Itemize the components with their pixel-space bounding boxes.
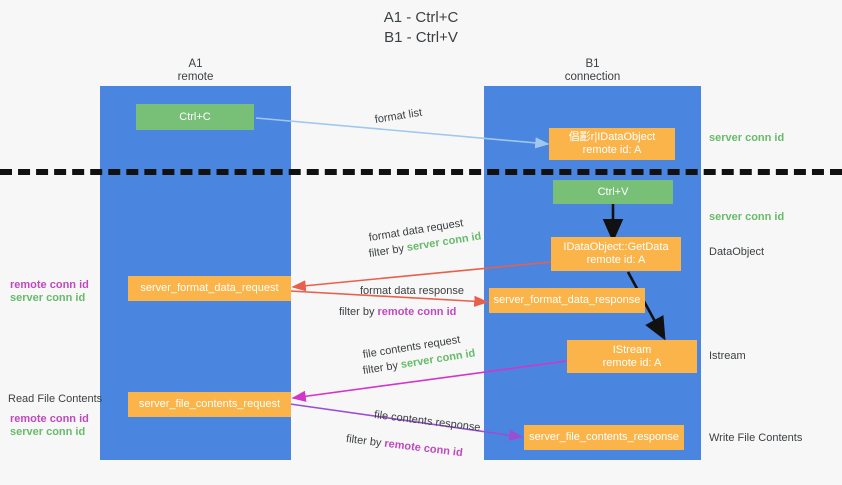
node-server-format-data-request[interactable]: server_format_data_request xyxy=(128,276,291,301)
filter-prefix: filter by xyxy=(367,242,408,261)
diagram-title: A1 - Ctrl+C B1 - Ctrl+V xyxy=(0,8,842,48)
node-istream[interactable]: IStream remote id: A xyxy=(567,340,697,373)
annotation-left-remote-conn-id-2: remote conn id xyxy=(10,413,89,425)
lane-b1-sub: connection xyxy=(564,71,621,83)
node-istream-line-2: remote id: A xyxy=(602,356,662,369)
node-ctrl-v-label: Ctrl+V xyxy=(597,185,629,198)
annotation-left-server-conn-id-1: server conn id xyxy=(10,292,86,304)
node-getdata-line-1: IDataObject::GetData xyxy=(563,241,669,253)
node-ctrl-v[interactable]: Ctrl+V xyxy=(553,180,673,204)
annotation-left-server-conn-id-2: server conn id xyxy=(10,426,86,438)
annotation-right-data-object: DataObject xyxy=(709,246,765,258)
annotation-right-server-conn-id-1: server conn id xyxy=(709,132,785,144)
node-getdata-line-2: remote id: A xyxy=(586,254,646,266)
lane-b1-name: B1 xyxy=(585,58,600,70)
node-server-format-data-response-label: server_format_data_response xyxy=(493,294,641,306)
node-idataobject-line-1: 倡彲r|IDataObject xyxy=(568,131,656,143)
title-line-1: A1 - Ctrl+C xyxy=(383,9,459,26)
node-server-format-data-response[interactable]: server_format_data_response xyxy=(489,288,645,313)
node-ctrl-c[interactable]: Ctrl+C xyxy=(136,104,254,130)
node-server-format-data-request-label: server_format_data_request xyxy=(140,282,279,294)
node-server-file-contents-request-label: server_file_contents_request xyxy=(138,398,281,410)
node-getdata[interactable]: IDataObject::GetData remote id: A xyxy=(551,237,681,271)
label-format-data-response-filter: filter by remote conn id xyxy=(339,305,456,319)
filter-prefix: filter by xyxy=(361,359,402,378)
node-server-file-contents-response-label: server_file_contents_response xyxy=(529,431,679,443)
annotation-left-remote-conn-id-1: remote conn id xyxy=(10,279,89,291)
annotation-right-istream: Istream xyxy=(709,350,746,362)
filter-prefix: filter by xyxy=(345,432,386,450)
annotation-right-server-conn-id-2: server conn id xyxy=(709,211,785,223)
lane-a1-name: A1 xyxy=(188,58,203,70)
node-server-file-contents-response[interactable]: server_file_contents_response xyxy=(524,425,684,450)
node-idataobject[interactable]: 倡彲r|IDataObject remote id: A xyxy=(549,128,675,160)
label-file-contents-response-filter: filter by remote conn id xyxy=(345,432,463,460)
filter-value-remote-conn-id: remote conn id xyxy=(377,306,457,318)
node-server-file-contents-request[interactable]: server_file_contents_request xyxy=(128,392,291,417)
lane-header-b1: B1 connection xyxy=(484,58,701,84)
annotation-left-read-file-contents: Read File Contents xyxy=(8,393,103,405)
phase-divider xyxy=(0,169,842,175)
annotation-right-write-file-contents: Write File Contents xyxy=(709,432,803,444)
title-line-2: B1 - Ctrl+V xyxy=(384,29,458,46)
node-istream-line-1: IStream xyxy=(612,343,652,356)
label-file-contents-response: file contents response xyxy=(373,408,482,434)
filter-value-remote-conn-id: remote conn id xyxy=(383,437,464,460)
node-ctrl-c-label: Ctrl+C xyxy=(179,110,211,123)
label-format-list: format list xyxy=(373,106,423,127)
node-idataobject-line-2: remote id: A xyxy=(582,144,642,156)
label-format-data-response: format data response xyxy=(360,285,464,297)
filter-prefix: filter by xyxy=(339,306,378,318)
lane-header-a1: A1 remote xyxy=(100,58,291,84)
lane-a1-sub: remote xyxy=(177,71,214,83)
